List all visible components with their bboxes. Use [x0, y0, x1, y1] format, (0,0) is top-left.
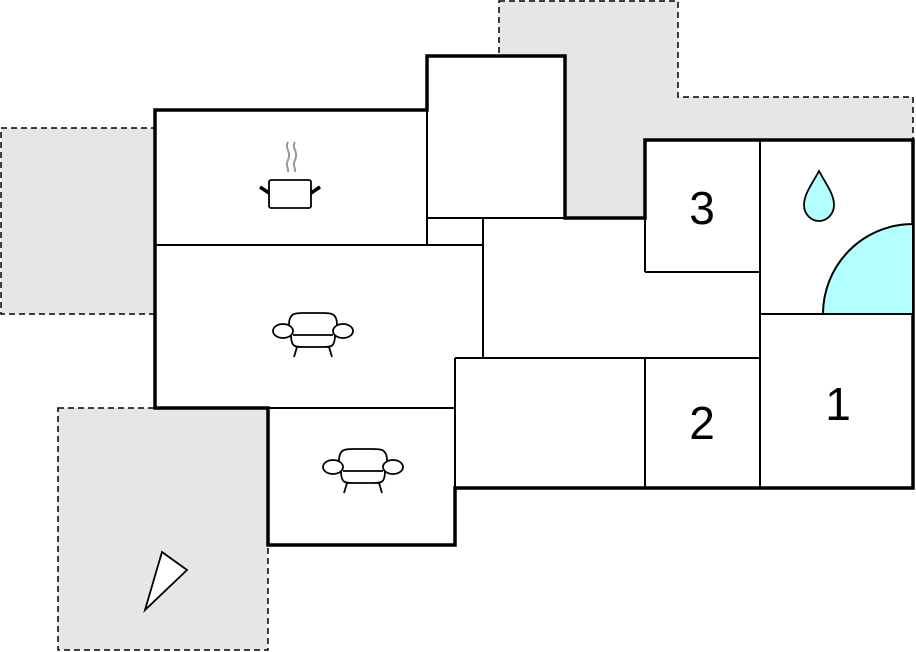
water-drop-icon — [803, 169, 835, 222]
shower-tray — [821, 222, 914, 315]
sofa-icon — [272, 312, 354, 358]
room-label-3: 3 — [689, 182, 715, 234]
terrace-left — [0, 127, 156, 315]
terrace-bottom-left — [57, 407, 269, 651]
cooking-pot-icon — [259, 141, 321, 209]
sofa-icon — [322, 448, 404, 494]
room-label-2: 2 — [689, 397, 715, 449]
room-label-1: 1 — [825, 378, 851, 430]
north-arrow-icon — [143, 550, 189, 613]
building-outline — [153, 54, 915, 547]
interior-walls — [155, 110, 913, 488]
